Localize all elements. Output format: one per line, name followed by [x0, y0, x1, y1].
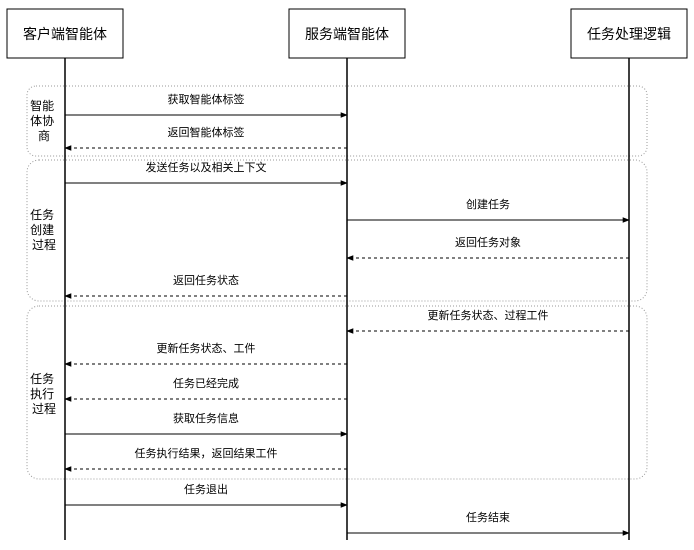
group-label: 智能 体协 商 — [30, 98, 58, 143]
message-label: 获取任务信息 — [173, 411, 239, 425]
participant-client: 客户端智能体 — [6, 8, 124, 59]
message-label: 任务退出 — [184, 482, 228, 496]
participant-logic: 任务处理逻辑 — [570, 8, 688, 59]
message-label: 获取智能体标签 — [168, 92, 245, 106]
message-label: 返回任务状态 — [173, 273, 239, 287]
messages: 获取智能体标签返回智能体标签发送任务以及相关上下文创建任务返回任务对象返回任务状… — [64, 92, 630, 536]
group-box — [26, 85, 648, 157]
group-box — [26, 159, 648, 302]
group-label: 任务 创建 过程 — [30, 207, 58, 252]
message-label: 返回智能体标签 — [168, 125, 245, 139]
message-label: 任务已经完成 — [173, 376, 239, 390]
message-label: 创建任务 — [466, 197, 510, 211]
svg-text:服务端智能体: 服务端智能体 — [305, 27, 389, 43]
svg-text:任务处理逻辑: 任务处理逻辑 — [587, 27, 671, 43]
message-label: 返回任务对象 — [455, 235, 521, 249]
group-box — [26, 305, 648, 480]
group-label: 任务 执行 过程 — [30, 371, 58, 416]
message-label: 更新任务状态、工件 — [157, 341, 256, 355]
message-label: 任务结束 — [466, 511, 510, 524]
message-label: 发送任务以及相关上下文 — [146, 160, 267, 174]
svg-text:客户端智能体: 客户端智能体 — [23, 26, 107, 43]
message-label: 任务执行结果，返回结果工件 — [135, 446, 278, 460]
message-label: 更新任务状态、过程工件 — [428, 308, 549, 322]
participant-server: 服务端智能体 — [288, 8, 406, 59]
